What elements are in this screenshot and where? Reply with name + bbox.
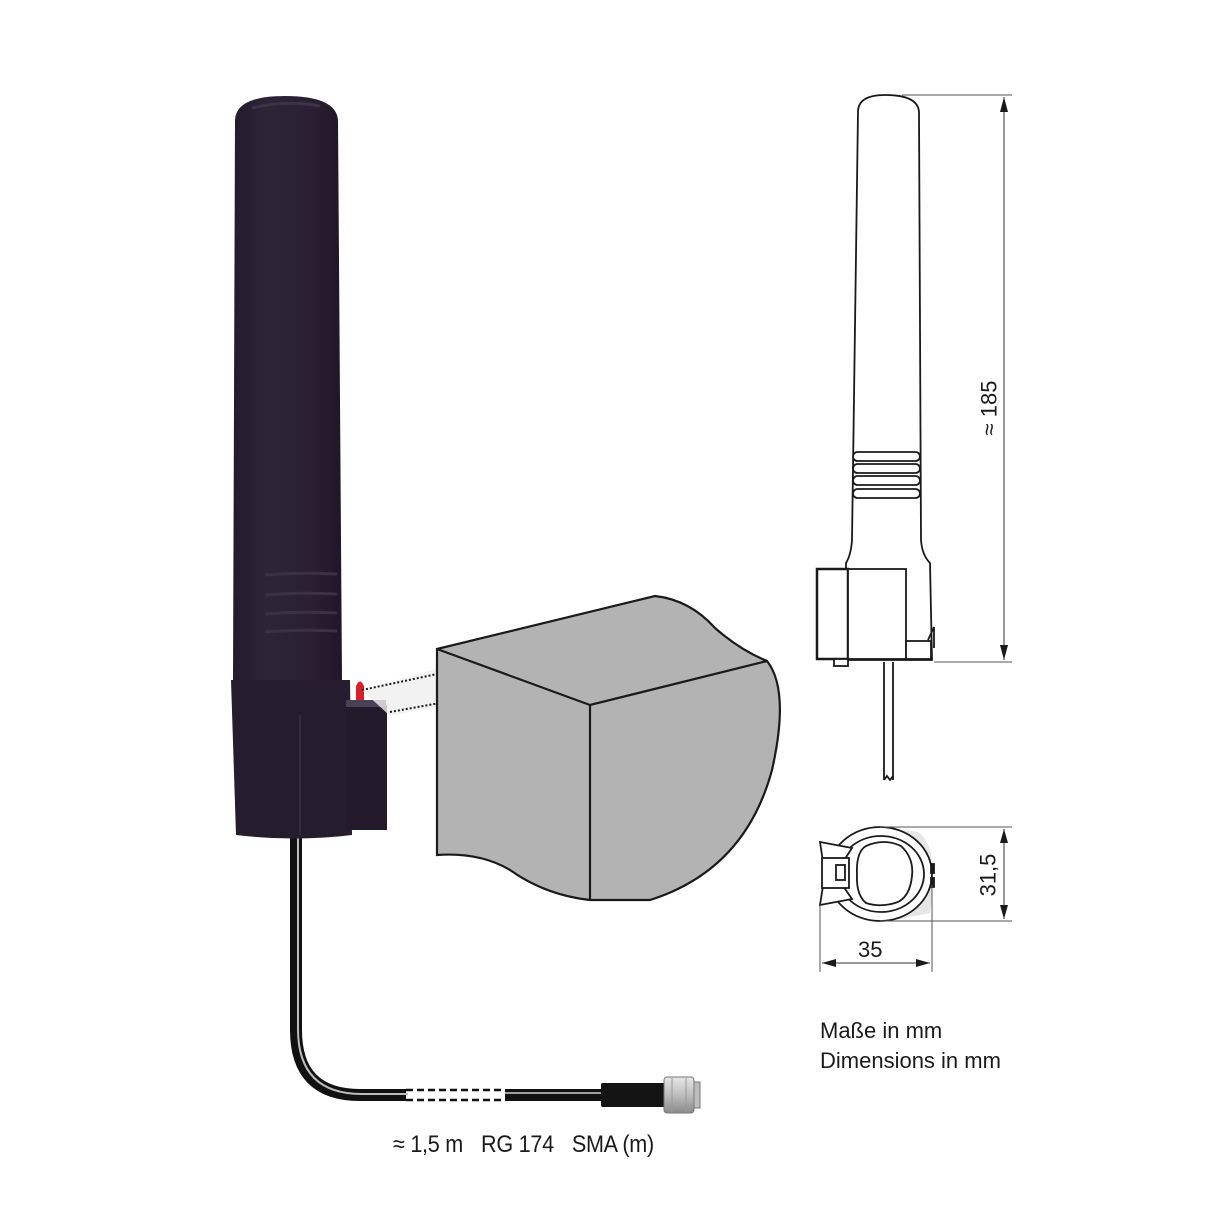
antenna-body	[231, 96, 387, 839]
mounting-surface	[435, 594, 781, 902]
cable-type: RG 174	[480, 1131, 554, 1158]
units-note: Maße in mm Dimensions in mm	[820, 1016, 1001, 1076]
units-note-en: Dimensions in mm	[820, 1048, 1001, 1073]
sma-connector	[601, 1076, 701, 1114]
height-dimension-label: ≈ 185	[976, 380, 1002, 436]
units-note-de: Maße in mm	[820, 1018, 943, 1043]
antenna-side-view-drawing	[815, 94, 935, 782]
depth-dimension-label: 31,5	[975, 853, 1001, 897]
cable-spec-label: ≈ 1,5 m RG 174 SMA (m)	[393, 1131, 672, 1159]
width-dimension-label: 35	[858, 937, 883, 962]
coax-cable	[290, 837, 602, 1102]
height-dimension-line	[902, 94, 1012, 663]
top-view-dimension-lines	[819, 826, 1012, 972]
antenna-top-view-drawing	[818, 826, 935, 922]
cable-length: ≈ 1,5 m	[393, 1131, 463, 1158]
antenna-3d-illustration	[231, 96, 781, 1114]
connector-type: SMA (m)	[571, 1131, 654, 1158]
release-tab-icon	[356, 681, 364, 700]
